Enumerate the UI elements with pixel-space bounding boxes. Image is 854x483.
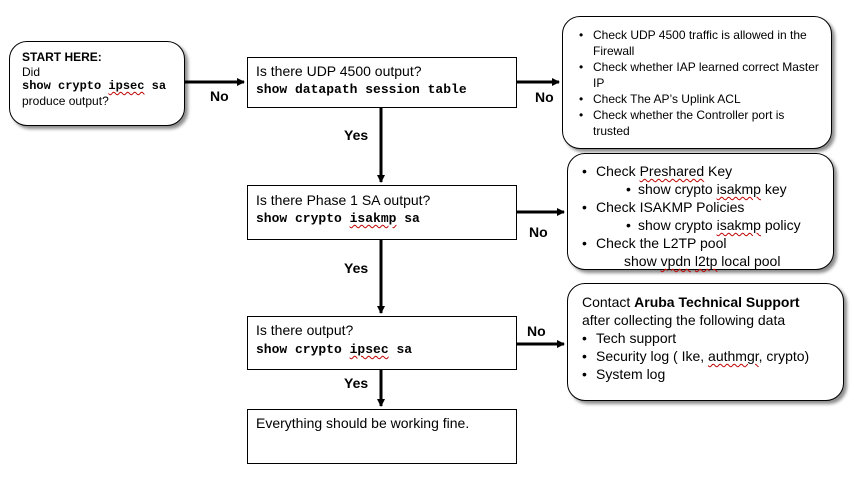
system-log-item: System log <box>582 365 837 383</box>
check-isakmp-policies: Check ISAKMP Policies <box>582 198 827 216</box>
label-no-ipsec: No <box>527 323 546 339</box>
label-yes-udp: Yes <box>344 127 369 143</box>
label-no-phase1: No <box>529 224 548 240</box>
start-command: show crypto ipsec sa <box>22 79 167 93</box>
udp-check-item: Check The AP’s Uplink ACL <box>579 91 823 107</box>
udp-question-command: show datapath session table <box>256 82 467 97</box>
phase1-question-box: Is there Phase 1 SA output? show crypto … <box>247 185 517 240</box>
l2tp-pool-command: show vpdn l2tp local pool <box>624 253 781 269</box>
support-data-list: Tech support Security log ( Ike, authmgr… <box>582 329 837 383</box>
udp-check-item: Check whether the Controller port is tru… <box>579 107 823 139</box>
isakmp-key-command: show crypto isakmp key <box>582 180 827 198</box>
isakmp-policy-command: show crypto isakmp policy <box>582 216 827 234</box>
support-box: Contact Aruba Technical Support after co… <box>567 283 844 401</box>
start-line-did: Did <box>22 65 41 79</box>
support-intro: Contact Aruba Technical Support <box>582 294 800 310</box>
support-intro-line2: after collecting the following data <box>582 312 786 328</box>
check-preshared-key: Check Preshared Key <box>582 162 827 180</box>
label-no-udp: No <box>535 89 554 105</box>
phase1-question-command: show crypto isakmp sa <box>256 211 420 226</box>
label-yes-phase1: Yes <box>344 260 369 276</box>
ipsec-question-command: show crypto ipsec sa <box>256 342 413 357</box>
udp-check-item: Check whether IAP learned correct Master… <box>579 59 823 91</box>
ipsec-question-text: Is there output? <box>256 322 354 338</box>
start-heading: START HERE: <box>22 50 102 64</box>
phase1-checks-list: Check Preshared Key show crypto isakmp k… <box>582 162 827 270</box>
security-log-item: Security log ( Ike, authmgr, crypto) <box>582 347 837 365</box>
udp-checks-box: Check UDP 4500 traffic is allowed in the… <box>562 16 832 149</box>
label-yes-ipsec: Yes <box>344 375 369 391</box>
start-box: START HERE: Did show crypto ipsec sa pro… <box>9 41 185 126</box>
udp-checks-list: Check UDP 4500 traffic is allowed in the… <box>579 27 823 139</box>
final-text: Everything should be working fine. <box>256 415 470 431</box>
phase1-question-text: Is there Phase 1 SA output? <box>256 192 431 208</box>
ipsec-question-box: Is there output? show crypto ipsec sa <box>247 316 517 370</box>
label-no-start: No <box>210 88 229 104</box>
phase1-checks-box: Check Preshared Key show crypto isakmp k… <box>567 153 834 270</box>
final-box: Everything should be working fine. <box>247 409 517 464</box>
start-line-output: produce output? <box>22 94 109 108</box>
check-l2tp-pool: Check the L2TP pool <box>582 234 827 252</box>
udp-4500-question-box: Is there UDP 4500 output? show datapath … <box>247 57 517 108</box>
udp-check-item: Check UDP 4500 traffic is allowed in the… <box>579 27 823 59</box>
udp-question-text: Is there UDP 4500 output? <box>256 63 422 79</box>
tech-support-item: Tech support <box>582 329 837 347</box>
